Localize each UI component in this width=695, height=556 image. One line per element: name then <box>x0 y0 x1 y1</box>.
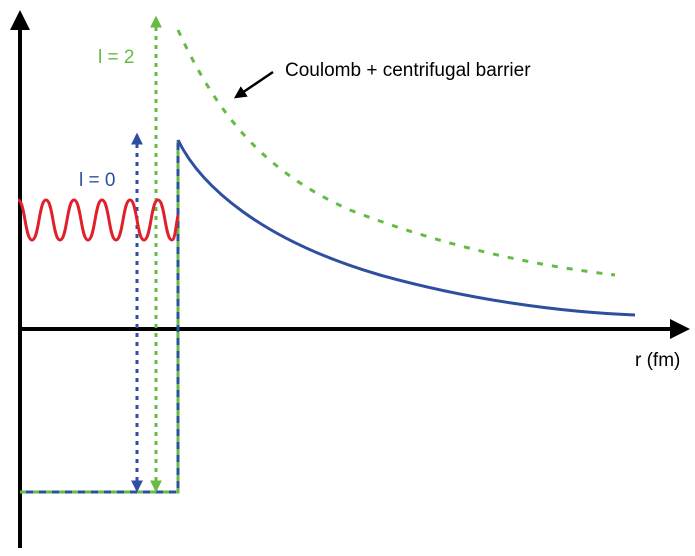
potential-well-l2 <box>20 140 180 494</box>
wave-function <box>17 198 180 242</box>
label-barrier: Coulomb + centrifugal barrier <box>285 60 531 81</box>
potential-well-l0 <box>20 140 180 494</box>
x-axis-label: r (fm) <box>635 350 680 371</box>
coulomb-barrier-curve-l0 <box>176 139 636 317</box>
centrifugal-barrier-curve-l2 <box>176 29 616 277</box>
label-l0: l = 0 <box>79 170 115 191</box>
barrier-pointer-arrow <box>233 70 274 99</box>
label-l2: l = 2 <box>98 47 134 68</box>
